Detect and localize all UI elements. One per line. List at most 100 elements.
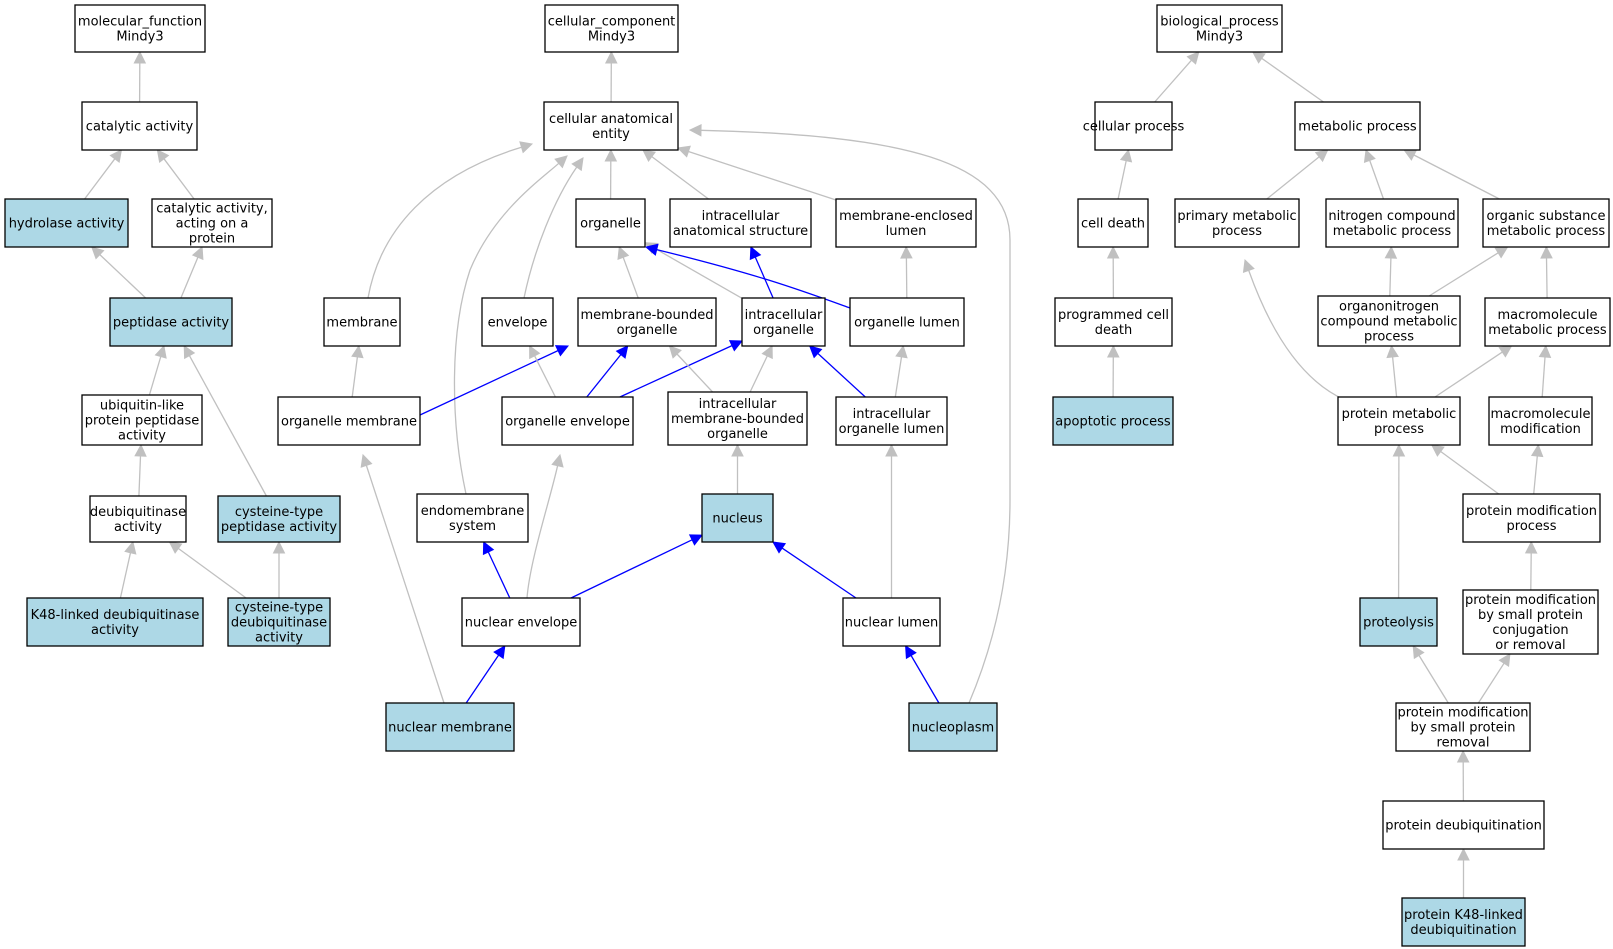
- edge-nmem-to-omem: [360, 453, 445, 704]
- edge-line: [1389, 257, 1392, 297]
- node-label: or removal: [1495, 638, 1565, 653]
- go-term-node-celldeath[interactable]: cell death: [1077, 198, 1149, 248]
- go-term-node-nenv[interactable]: nuclear envelope: [461, 597, 581, 647]
- go-term-node-peptidase[interactable]: peptidase activity: [109, 297, 233, 347]
- node-label: protein modification: [1466, 504, 1597, 519]
- node-label: proteolysis: [1363, 616, 1434, 631]
- arrowhead-icon: [1106, 344, 1120, 358]
- arrowhead-icon: [604, 50, 618, 64]
- edge-ias-to-cae: [642, 149, 709, 200]
- edge-nmem-to-nenv: [465, 645, 506, 704]
- node-box: [1488, 396, 1593, 446]
- go-term-node-apoptotic[interactable]: apoptotic process: [1052, 396, 1174, 446]
- arrowhead-icon: [1363, 148, 1376, 163]
- go-term-node-nlumen[interactable]: nuclear lumen: [842, 597, 941, 647]
- edge-cae-to-cc_root: [604, 50, 618, 103]
- go-term-node-envelope[interactable]: envelope: [481, 297, 554, 347]
- go-term-node-nucleus[interactable]: nucleus: [701, 493, 774, 543]
- arrowhead-icon: [554, 155, 568, 169]
- go-term-node-nucleoplasm[interactable]: nucleoplasm: [908, 702, 998, 752]
- node-label: cellular anatomical: [549, 112, 673, 127]
- edge-protmeta-to-oncmeta: [1386, 344, 1399, 398]
- node-label: intracellular: [702, 209, 780, 224]
- go-term-node-deubiqproc[interactable]: protein deubiquitination: [1382, 800, 1545, 850]
- go-term-node-membrane[interactable]: membrane: [323, 297, 401, 347]
- arrowhead-icon: [668, 345, 682, 359]
- node-label: envelope: [488, 316, 548, 331]
- edge-nucleus-to-imbo: [731, 443, 744, 494]
- node-label: cellular_component: [548, 15, 676, 30]
- node-label: modification: [1500, 422, 1581, 437]
- node-label: Mindy3: [1196, 30, 1243, 45]
- edge-line: [351, 356, 359, 398]
- arrowhead-icon: [617, 245, 630, 260]
- node-box: [849, 297, 965, 347]
- go-term-node-metaproc[interactable]: metabolic process: [1294, 101, 1421, 151]
- node-box: [575, 198, 646, 248]
- arrowhead-icon: [351, 344, 364, 359]
- node-label: organelle: [753, 323, 814, 338]
- edge-line: [1261, 57, 1324, 103]
- go-term-node-proteolysis[interactable]: proteolysis: [1359, 597, 1438, 647]
- edge-olumen-to-organelle: [644, 243, 851, 309]
- edge-oncmeta-to-osmeta: [1428, 246, 1509, 297]
- node-label: organelle lumen: [839, 422, 945, 437]
- node-label: peptidase activity: [113, 316, 230, 331]
- node-box: [461, 597, 581, 647]
- node-label: K48-linked deubiquitinase: [31, 608, 200, 623]
- arrowhead-icon: [1384, 245, 1398, 259]
- go-term-node-hydrolase[interactable]: hydrolase activity: [4, 198, 129, 248]
- node-box: [416, 493, 529, 543]
- arrowhead-icon: [772, 541, 787, 554]
- arrowhead-icon: [1119, 148, 1133, 163]
- edge-line: [1266, 156, 1320, 200]
- node-label: cysteine-type: [235, 505, 323, 520]
- node-label: lumen: [886, 224, 927, 239]
- edge-line: [487, 551, 511, 599]
- go-term-node-olumen[interactable]: organelle lumen: [849, 297, 965, 347]
- go-term-node-cellproc[interactable]: cellular process: [1083, 101, 1185, 151]
- arrowhead-icon: [133, 50, 147, 64]
- edge-line: [586, 354, 622, 398]
- edge-peptidase-to-cat_protein: [180, 245, 204, 299]
- go-term-node-catalytic[interactable]: catalytic activity: [81, 101, 198, 151]
- node-label: organelle membrane: [281, 415, 417, 430]
- edge-line: [910, 655, 940, 704]
- edge-oncmeta-to-ncmeta: [1384, 245, 1398, 297]
- go-term-node-organelle[interactable]: organelle: [575, 198, 646, 248]
- go-term-node-omem[interactable]: organelle membrane: [277, 396, 421, 446]
- go-term-node-nmem[interactable]: nuclear membrane: [385, 702, 515, 752]
- go-term-node-oenv[interactable]: organelle envelope: [501, 396, 634, 446]
- edge-line: [178, 547, 247, 599]
- edge-cys_peptidase-to-peptidase: [183, 345, 267, 497]
